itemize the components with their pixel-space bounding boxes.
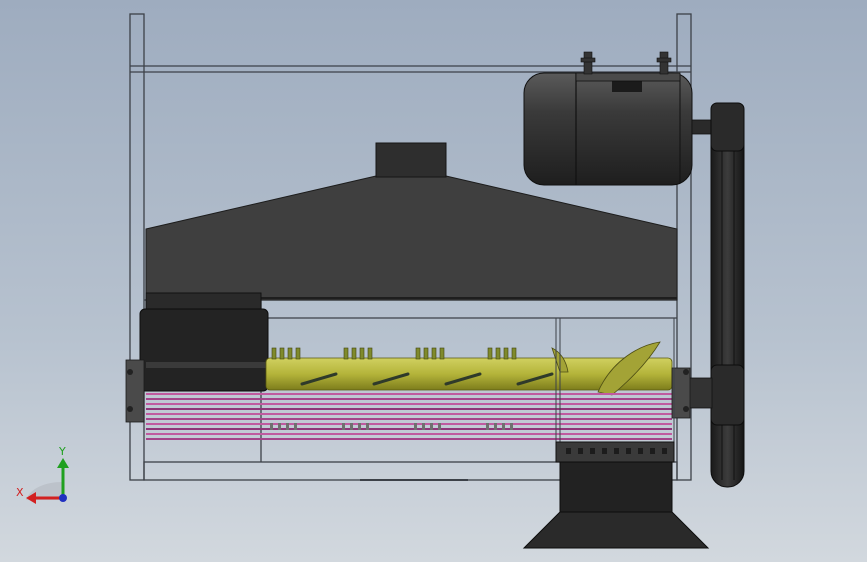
motor-terminal-box [612, 78, 642, 92]
drive-belt [710, 102, 745, 488]
motor-bolts [580, 51, 672, 75]
axis-y-label: Y [58, 445, 66, 458]
right-bearing [671, 367, 691, 419]
roller-flails [300, 372, 554, 386]
lower-pulley [710, 364, 745, 426]
axis-x-label: X [16, 486, 24, 499]
roller-studs [271, 347, 517, 360]
frame-left-post [129, 13, 145, 481]
belt-drive [687, 102, 745, 488]
chute-neck [559, 461, 673, 513]
axis-z-dot-icon [59, 494, 67, 502]
left-bearing-housing [125, 292, 269, 423]
auger-blade [597, 341, 661, 396]
chute-flare [522, 511, 710, 549]
coordinate-triad: Y X [16, 445, 69, 504]
belt-clips [270, 423, 513, 430]
motor [523, 51, 713, 186]
hood-outlet [375, 142, 447, 178]
lower-shaft [687, 377, 713, 409]
discharge-chute [522, 317, 710, 549]
motor-shaft [691, 119, 713, 135]
upper-pulley [710, 102, 745, 152]
belt-bundle [146, 393, 672, 440]
roller [265, 341, 673, 396]
